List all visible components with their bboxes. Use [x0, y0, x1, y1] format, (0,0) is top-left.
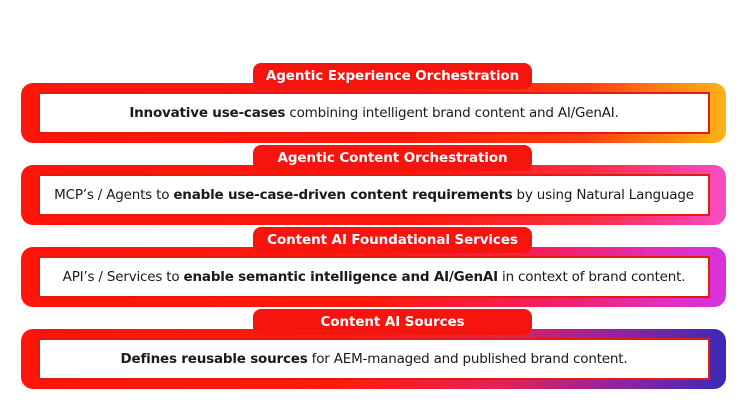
layer-band: API’s / Services to enable semantic inte… [21, 247, 726, 307]
description-rest: by using Natural Language [512, 187, 695, 203]
layer-title: Agentic Content Orchestration [253, 145, 532, 171]
layer-band: Innovative use-cases combining intellige… [21, 83, 726, 143]
layer-description: MCP’s / Agents to enable use-case-driven… [38, 174, 710, 216]
description-bold: enable use-case-driven content requireme… [173, 187, 513, 203]
description-bold: Defines reusable sources [120, 351, 308, 367]
layer-title: Content AI Foundational Services [253, 227, 532, 253]
layer-band: Defines reusable sources for AEM-managed… [21, 329, 726, 389]
layer-band: MCP’s / Agents to enable use-case-driven… [21, 165, 726, 225]
description-bold: Innovative use-cases [129, 105, 286, 121]
layer-description: Innovative use-cases combining intellige… [38, 92, 710, 134]
layer-description: API’s / Services to enable semantic inte… [38, 256, 710, 298]
description-rest: in context of brand content. [497, 269, 686, 285]
description-pre: API’s / Services to [62, 269, 184, 285]
description-bold: enable semantic intelligence and AI/GenA… [183, 269, 499, 285]
layer-title: Agentic Experience Orchestration [253, 63, 532, 89]
layer-title: Content AI Sources [253, 309, 532, 335]
description-rest: for AEM-managed and published brand cont… [307, 351, 628, 367]
description-rest: combining intelligent brand content and … [285, 105, 619, 121]
layer-description: Defines reusable sources for AEM-managed… [38, 338, 710, 380]
description-pre: MCP’s / Agents to [54, 187, 174, 203]
